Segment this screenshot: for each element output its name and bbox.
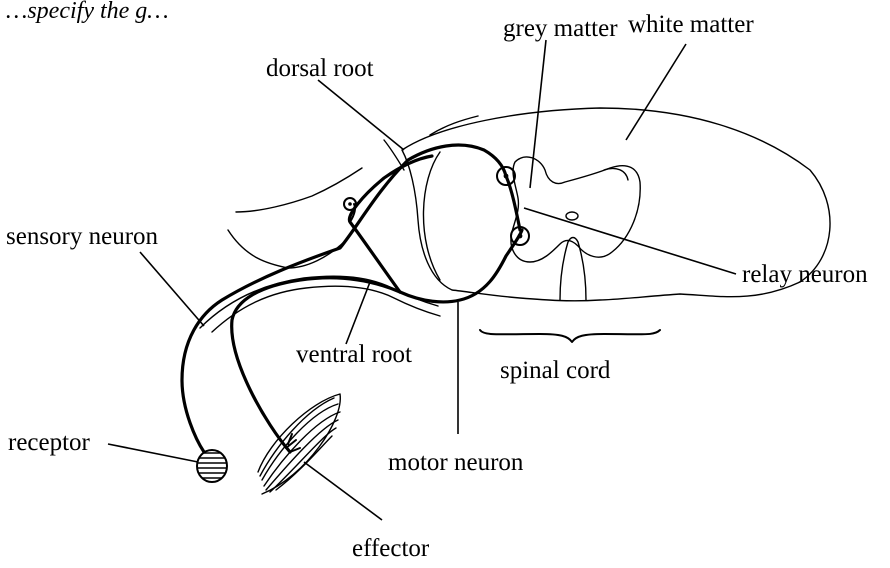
nerve-outline [200, 140, 440, 332]
sensory-neuron-leader [140, 252, 204, 326]
spinal-cord-brace [480, 330, 660, 342]
white-matter-leader [626, 44, 686, 140]
label-receptor: receptor [8, 429, 91, 456]
effector-leader [304, 462, 382, 520]
label-motor-neuron: motor neuron [388, 449, 524, 476]
ventral-fissure [560, 238, 586, 301]
label-grey-matter: grey matter [503, 15, 618, 42]
ventral-root-leader [346, 282, 370, 344]
receptor-organ [197, 450, 227, 482]
dorsal-root-leader [318, 80, 404, 150]
sensory-cell-body-nucleus [348, 202, 352, 206]
motor-nucleus [518, 234, 523, 239]
label-white-matter: white matter [628, 11, 754, 38]
label-dorsal-root: dorsal root [266, 55, 374, 82]
dorsal-horn-arc [423, 152, 440, 280]
label-effector: effector [352, 535, 430, 562]
motor-loop-line [349, 156, 432, 292]
relay-neuron-leader [524, 208, 736, 274]
header-fragment: …specify the g… [6, 0, 169, 24]
label-spinal-cord: spinal cord [500, 357, 611, 384]
relay-nucleus-upper [504, 174, 509, 179]
label-relay-neuron: relay neuron [742, 261, 868, 288]
label-sensory-neuron: sensory neuron [6, 223, 159, 250]
receptor-leader [108, 444, 198, 462]
label-ventral-root: ventral root [296, 341, 412, 368]
